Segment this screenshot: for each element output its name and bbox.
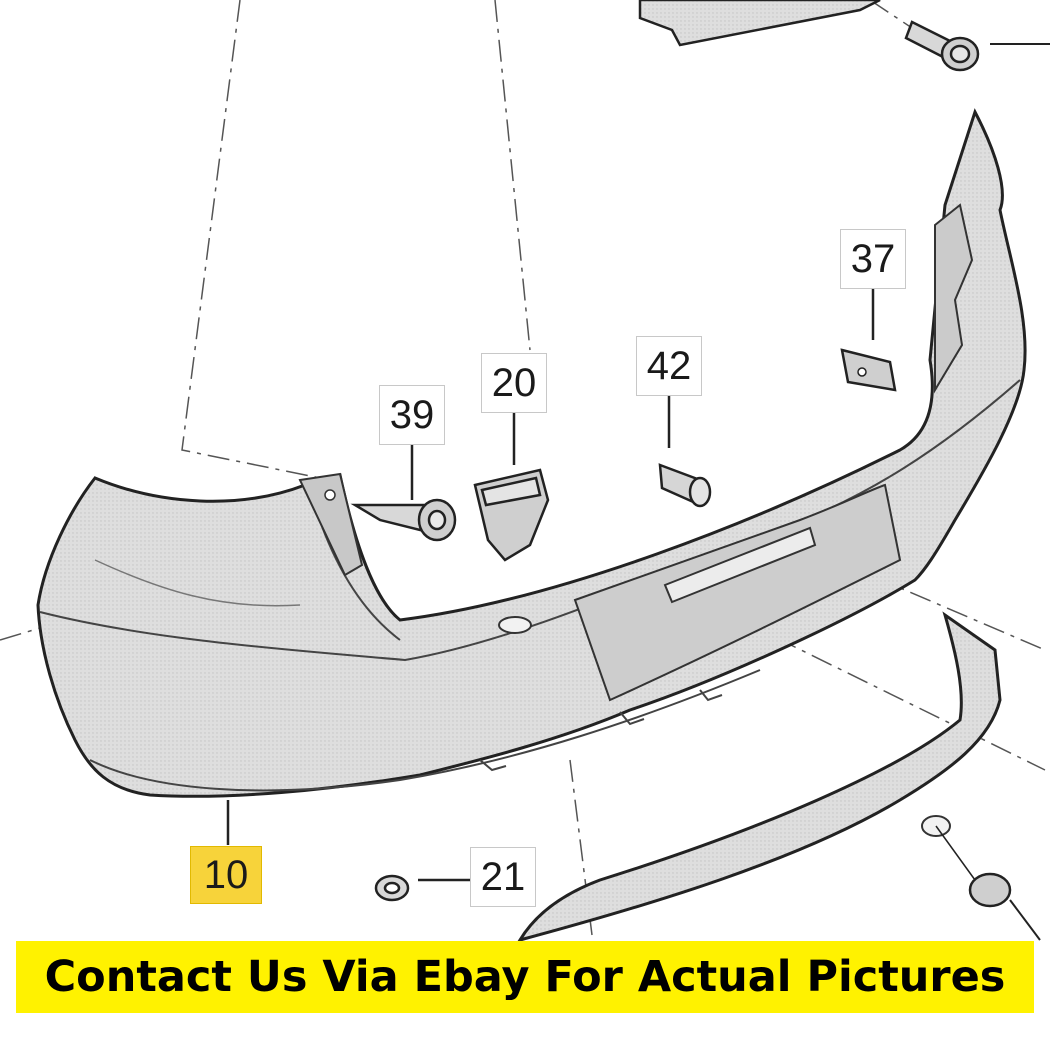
callout-20: 20 — [481, 353, 547, 413]
callout-42: 42 — [636, 336, 702, 396]
grommet-part — [935, 825, 1041, 941]
retaining-clip-part — [840, 348, 897, 392]
screw-part — [350, 498, 457, 542]
callout-10: 10 — [190, 846, 262, 904]
callout-21: 21 — [470, 847, 536, 907]
callout-leaders — [226, 288, 875, 882]
washer-part — [374, 874, 410, 902]
banner-text: Contact Us Via Ebay For Actual Pictures — [44, 952, 1006, 1002]
callout-39: 39 — [379, 385, 445, 445]
contact-banner: Contact Us Via Ebay For Actual Pictures — [16, 941, 1034, 1013]
spreader-nut-part — [658, 463, 712, 508]
bracket-clip-part — [473, 468, 550, 562]
upper-bracket-part — [638, 0, 881, 47]
bumper-cover-part — [36, 108, 1027, 798]
callout-37: 37 — [840, 229, 906, 289]
bolt-part — [904, 20, 1050, 72]
